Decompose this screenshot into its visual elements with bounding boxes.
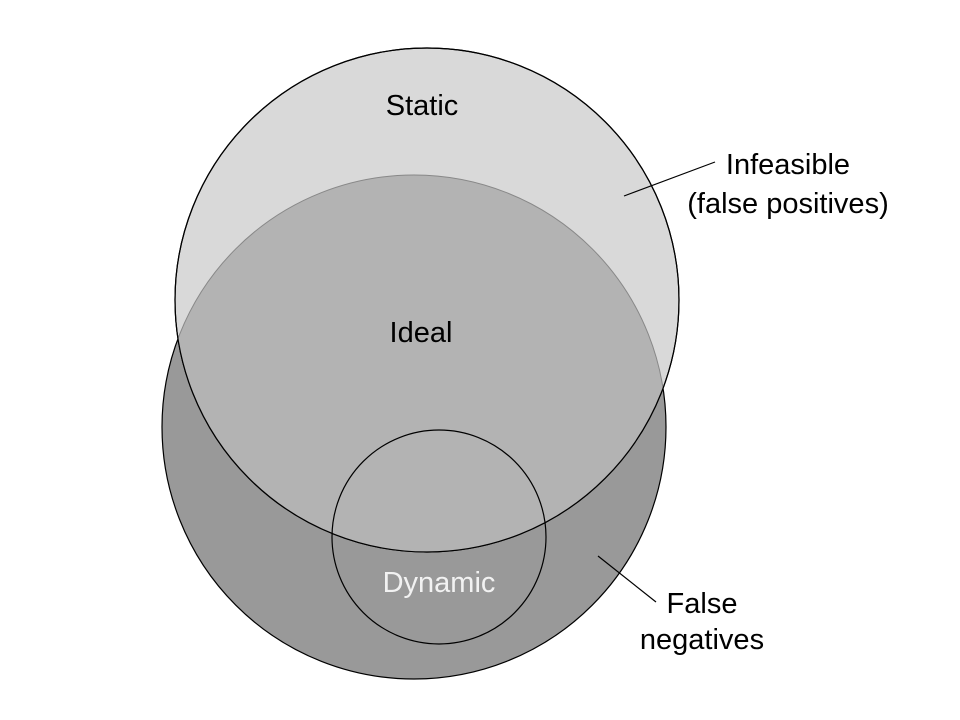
false-negatives-label-line1: False: [667, 588, 738, 620]
false-negatives-leader-line: [597, 555, 657, 603]
false-negatives-label-line2: negatives: [640, 624, 764, 656]
dynamic-circle: [331, 429, 547, 645]
infeasible-label-line2: (false positives): [687, 188, 888, 220]
static-label: Static: [386, 90, 459, 122]
static-circle-outline: [174, 47, 680, 553]
dynamic-label: Dynamic: [383, 567, 496, 599]
static-ideal-overlap: [175, 175, 666, 552]
infeasible-leader-line: [623, 161, 716, 197]
infeasible-label-line1: Infeasible: [726, 149, 850, 181]
ideal-label: Ideal: [390, 317, 453, 349]
